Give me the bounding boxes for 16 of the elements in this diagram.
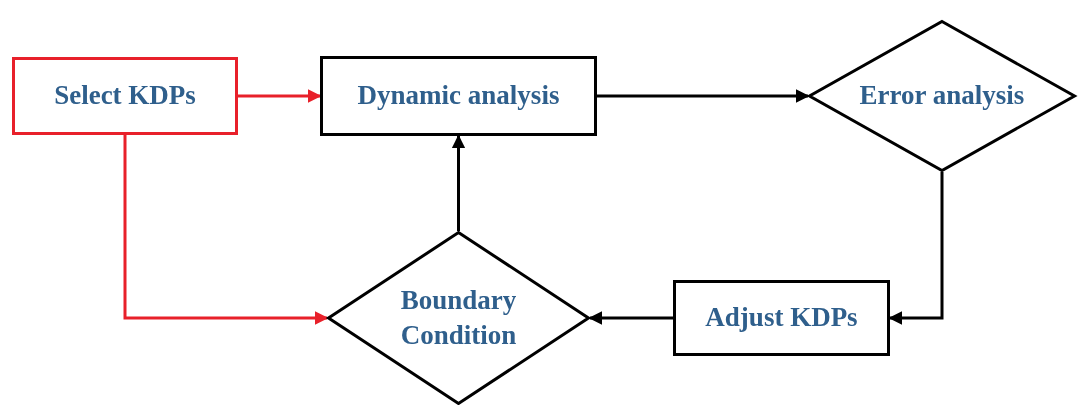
arrow (597, 89, 810, 103)
decision-diamond (808, 20, 1076, 172)
arrow (123, 135, 329, 325)
process-box (320, 56, 597, 136)
arrow (888, 172, 944, 325)
node-text: Boundary Condition (399, 283, 518, 352)
node-text: Error analysis (859, 79, 1025, 113)
node-text: Dynamic analysis (357, 79, 560, 113)
node-text: Adjust KDPs (705, 301, 858, 335)
node-text: Select KDPs (54, 79, 196, 113)
arrow (588, 311, 673, 325)
arrow (238, 89, 322, 103)
process-box (12, 57, 238, 135)
arrow (451, 134, 466, 231)
process-box (673, 280, 890, 356)
decision-diamond (327, 231, 590, 405)
